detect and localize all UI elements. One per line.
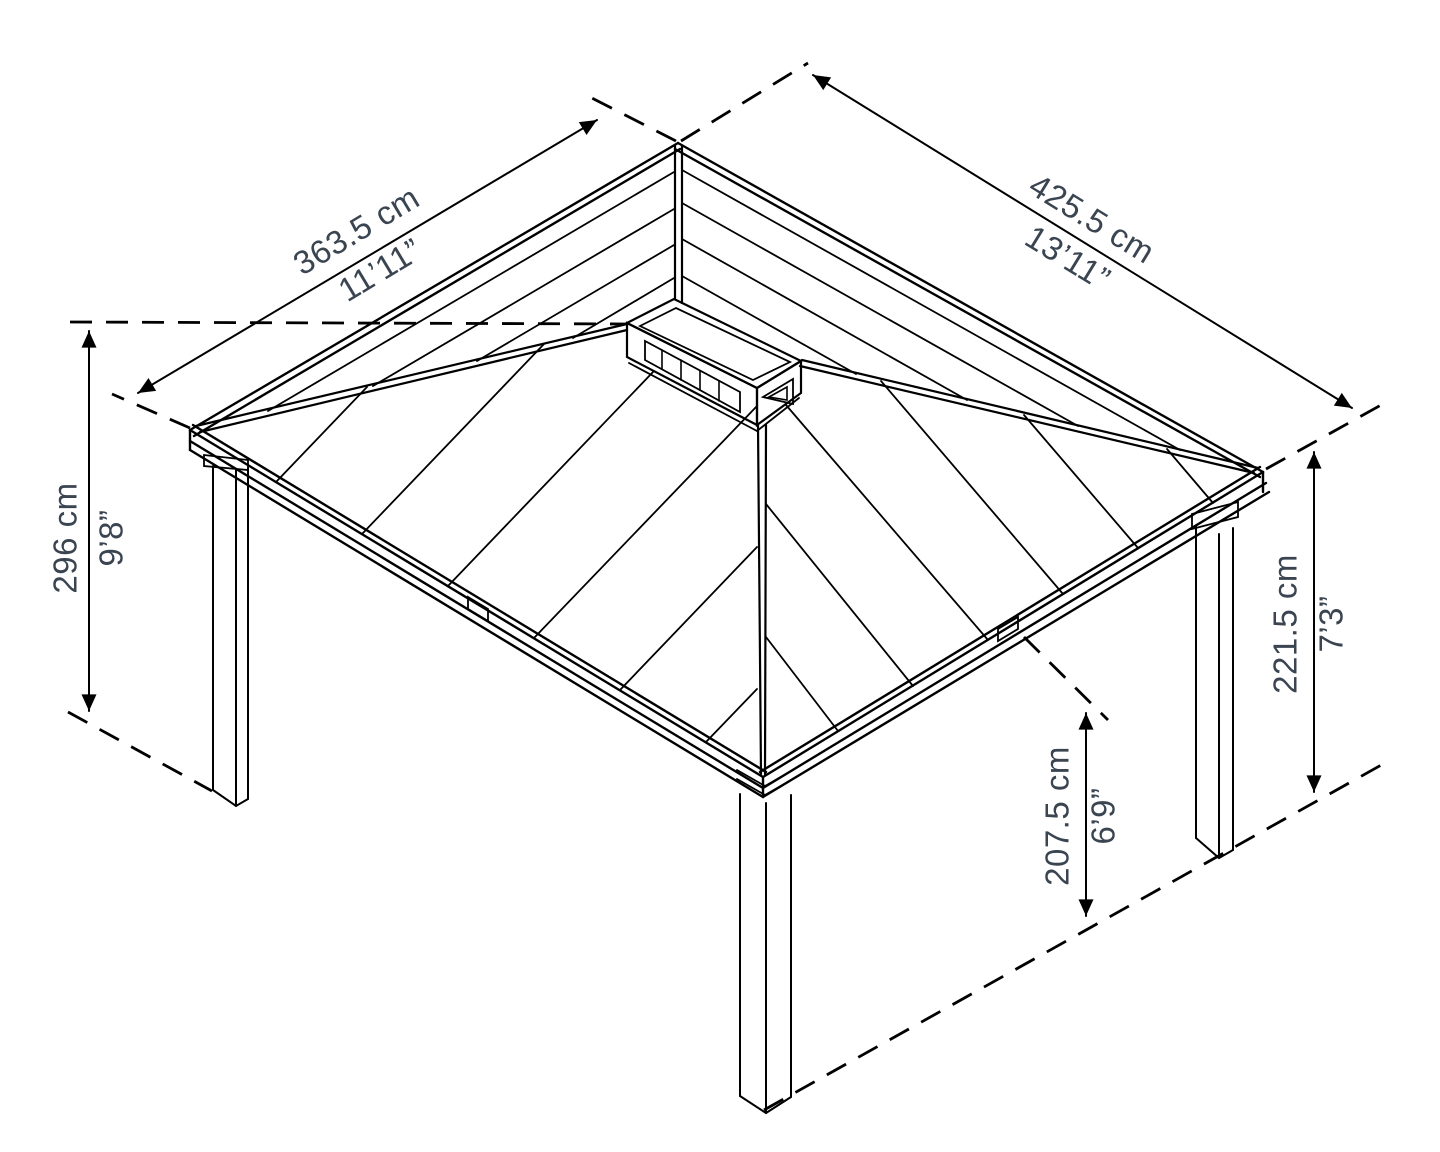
dimension-value-imperial: 9’8” [92,509,129,567]
dim-line-roof-right [812,74,1353,409]
roof-vent [624,297,804,432]
dim-line-roof-left [137,119,598,394]
dimension-label-total-height: 296 cm 9’8” [42,482,133,593]
dimension-label-post-height: 221.5 cm 7’3” [1262,554,1353,694]
roof-seams-front-left [275,343,758,743]
dimension-value-imperial: 6’9” [1084,787,1121,845]
dimension-extension-lines [67,61,1393,1112]
dimension-value-imperial: 7’3” [1312,595,1349,653]
roof-eaves [188,141,1271,799]
dimension-arrows [81,74,1353,917]
dimension-value-metric: 207.5 cm [1038,746,1076,886]
post-left [203,453,249,808]
dimension-value-metric: 296 cm [46,482,84,594]
dimension-value-metric: 221.5 cm [1266,554,1304,694]
roof-seams-front-right [765,380,1214,732]
dimension-label-clearance-height: 207.5 cm 6’9” [1034,746,1125,886]
post-front [736,769,794,1115]
post-right [1191,500,1239,860]
